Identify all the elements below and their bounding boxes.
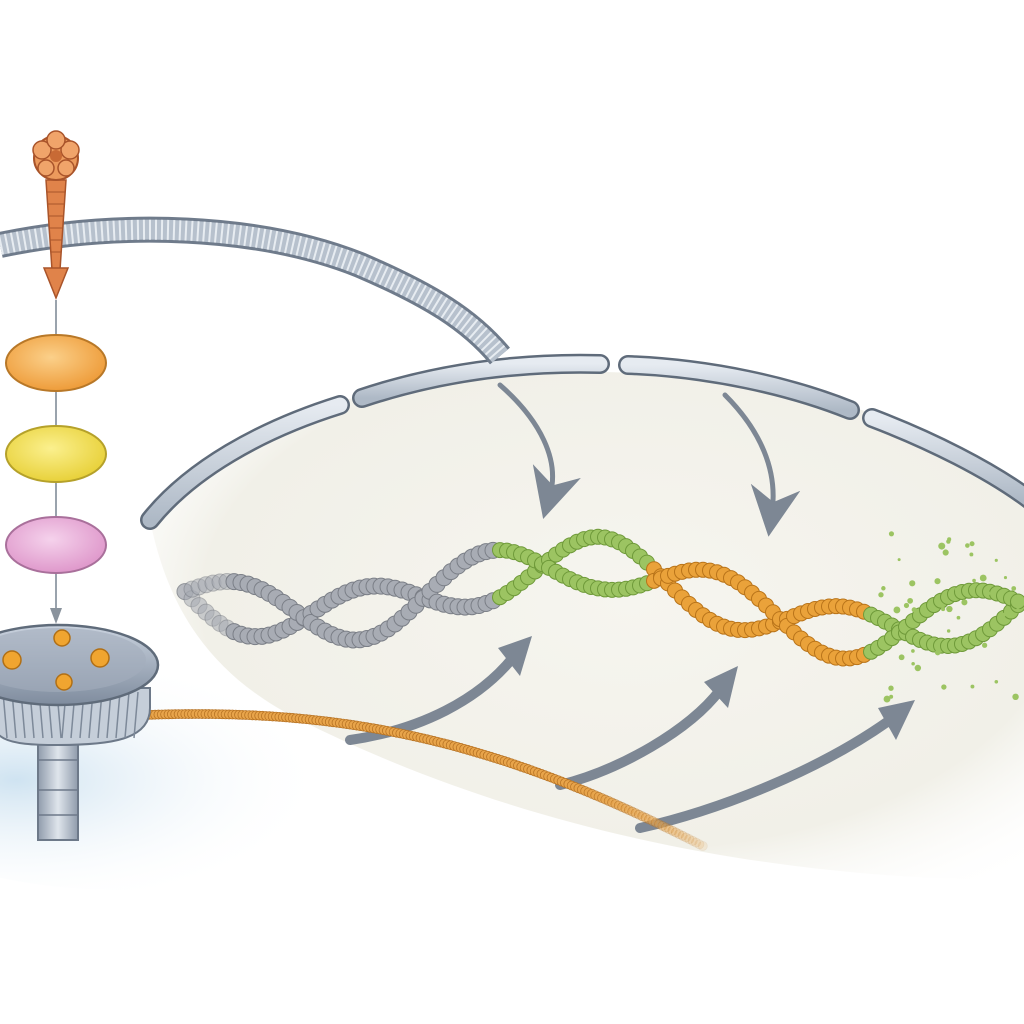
particle — [1011, 586, 1017, 591]
particle — [969, 541, 975, 547]
particle — [911, 607, 917, 613]
particle — [889, 694, 894, 699]
kinase-orange — [5, 334, 107, 392]
particle — [956, 615, 961, 620]
particle — [941, 684, 947, 690]
particle — [1001, 612, 1006, 617]
particle — [965, 543, 970, 548]
strand-bead — [667, 825, 678, 836]
strand-bead — [694, 839, 705, 850]
particle — [985, 591, 991, 596]
particle — [1012, 693, 1019, 701]
particle — [878, 592, 884, 598]
dna-helix-icon — [176, 528, 1024, 667]
strand-bead — [650, 817, 661, 828]
strand-bead — [687, 835, 698, 846]
particle — [946, 629, 951, 633]
strand-bead — [681, 832, 691, 843]
import-arrows — [497, 382, 801, 537]
strand-bead — [684, 834, 695, 845]
kinase-pink — [5, 516, 107, 574]
nuclear-membrane — [140, 353, 1024, 530]
strand-bead — [654, 819, 664, 830]
particle — [938, 542, 946, 550]
particle — [954, 587, 959, 592]
particle — [941, 607, 946, 612]
particle — [909, 580, 916, 587]
released-particles — [878, 531, 1020, 703]
particle — [982, 642, 988, 648]
strand-bead — [691, 837, 701, 848]
strand-bead — [660, 822, 671, 833]
particle — [883, 695, 891, 703]
particle — [911, 649, 915, 653]
strand-bead — [644, 814, 654, 825]
signal-cable — [0, 216, 510, 365]
particle — [934, 649, 941, 656]
strand-bead — [657, 820, 668, 831]
particle — [898, 654, 905, 661]
particle — [914, 664, 922, 672]
activation-arrows — [345, 650, 895, 833]
signal-pathway-line — [50, 300, 62, 624]
strand-bead — [647, 816, 658, 826]
particle — [942, 549, 949, 556]
particle — [969, 552, 974, 557]
ligand-icon — [32, 130, 80, 301]
strand-bead — [640, 812, 651, 823]
particle — [888, 531, 895, 537]
strand-bead — [677, 830, 688, 841]
strand-bead — [637, 811, 648, 822]
strand-bead — [664, 824, 675, 835]
particle — [961, 599, 968, 606]
particle — [907, 597, 913, 604]
kinase-yellow — [5, 425, 107, 483]
particle — [1016, 608, 1020, 613]
particle — [888, 685, 894, 691]
particle — [994, 558, 998, 562]
dna-bead — [1010, 593, 1024, 610]
particle — [994, 679, 999, 684]
strand-bead — [670, 827, 681, 838]
particle — [970, 684, 975, 689]
particle — [946, 539, 951, 544]
activation-arrowheads — [498, 636, 915, 740]
transcript-strand — [140, 709, 708, 851]
particle — [903, 602, 910, 609]
particle — [946, 605, 953, 613]
receptor-icon — [0, 623, 160, 841]
strand-bead — [697, 841, 708, 851]
particle — [893, 606, 901, 614]
particle — [934, 578, 941, 585]
particle — [897, 558, 901, 562]
nucleus-interior — [150, 371, 1024, 880]
particle — [911, 661, 915, 666]
particle — [972, 578, 976, 583]
particle — [881, 586, 886, 591]
particle — [1003, 576, 1008, 580]
strand-bead — [674, 829, 685, 840]
particle — [979, 574, 987, 582]
